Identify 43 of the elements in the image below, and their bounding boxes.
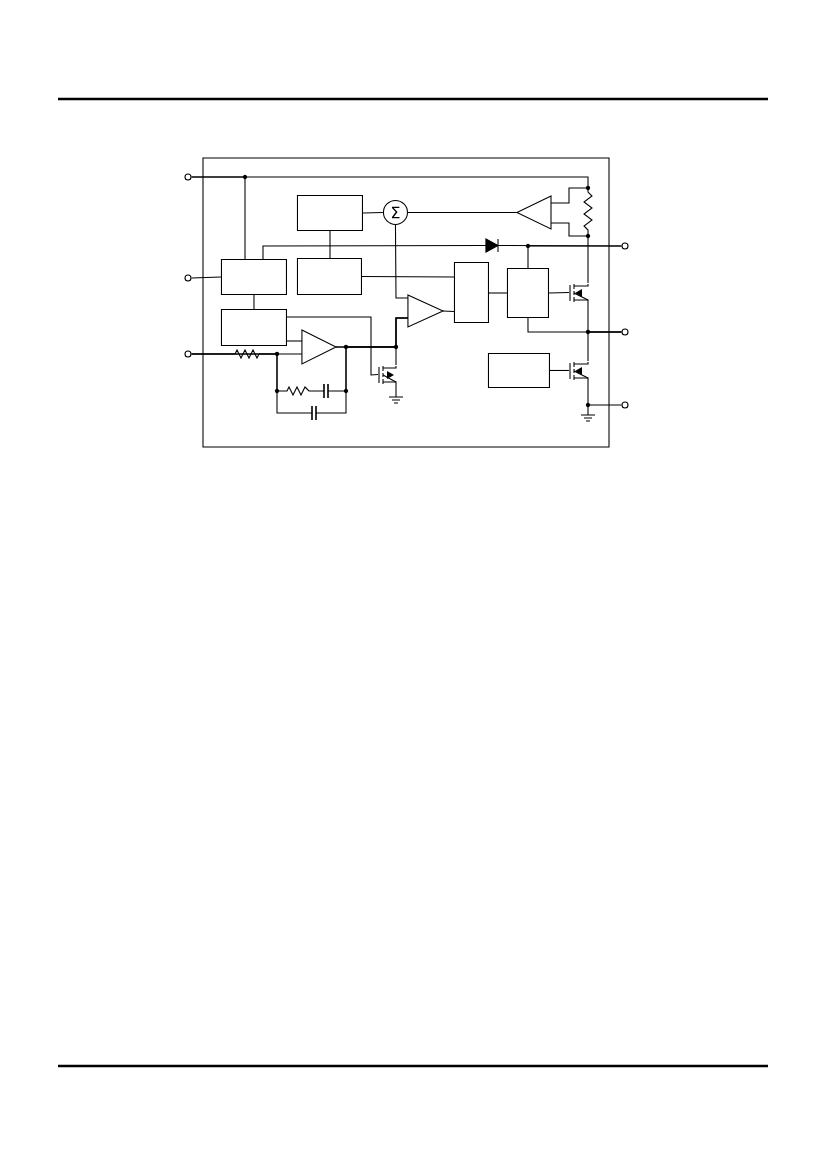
block-box	[296, 257, 362, 295]
wire	[191, 317, 409, 397]
pin-terminal	[184, 173, 192, 181]
block-box	[453, 261, 489, 323]
block-box	[220, 258, 287, 295]
wire	[548, 291, 570, 294]
wire	[191, 176, 589, 204]
wire	[527, 245, 622, 269]
pin-terminal	[621, 401, 629, 409]
pin-terminal	[184, 274, 192, 282]
transistor-symbol	[569, 361, 589, 381]
wire	[587, 331, 622, 362]
wire	[361, 275, 455, 278]
block-box	[296, 194, 363, 231]
amplifier-symbol	[407, 294, 445, 328]
pin-terminal	[621, 328, 629, 336]
wire	[362, 211, 384, 214]
wire	[286, 340, 303, 342]
wire	[488, 292, 508, 294]
wire	[407, 211, 518, 213]
wire	[550, 222, 589, 284]
wire	[286, 316, 379, 376]
wire	[394, 224, 409, 299]
wire	[549, 369, 570, 371]
wire	[587, 379, 622, 406]
wire	[335, 346, 397, 366]
amplifier-symbol	[515, 195, 552, 230]
block-box	[506, 267, 549, 318]
transistor-symbol	[378, 365, 397, 385]
wire	[253, 294, 255, 310]
block-box	[487, 352, 550, 388]
wire	[442, 310, 455, 313]
transistor-symbol	[569, 283, 589, 303]
wire	[191, 276, 222, 279]
amplifier-symbol	[301, 329, 338, 365]
block-box	[202, 157, 610, 448]
pin-terminal	[184, 350, 192, 358]
diode-symbol	[485, 238, 500, 253]
wire	[329, 230, 331, 259]
pin-terminal	[621, 242, 629, 250]
block-box	[220, 308, 287, 346]
wire	[262, 244, 487, 260]
summing-junction: Σ	[382, 199, 408, 225]
